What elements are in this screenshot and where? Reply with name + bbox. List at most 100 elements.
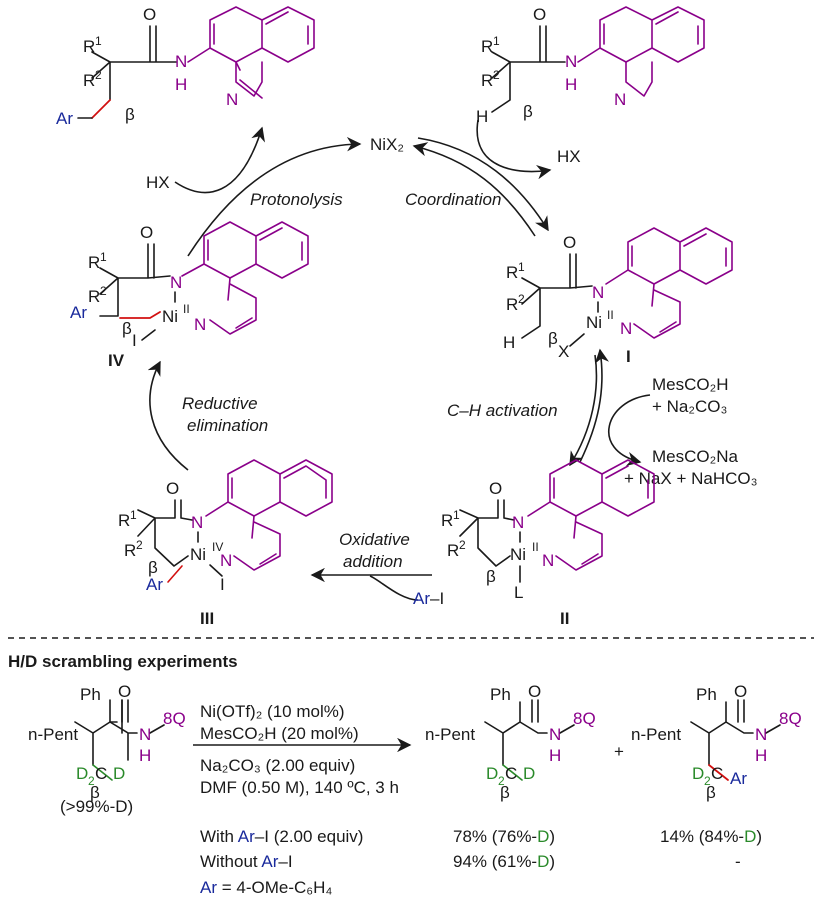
svg-text:1: 1 bbox=[95, 34, 102, 48]
svg-text:R: R bbox=[481, 37, 493, 56]
svg-text:N: N bbox=[175, 52, 187, 71]
svg-text:1: 1 bbox=[453, 508, 460, 522]
svg-text:O: O bbox=[166, 479, 179, 498]
oxidative-addition-label-2: addition bbox=[343, 552, 403, 571]
svg-text:Ar: Ar bbox=[70, 303, 87, 322]
coordination-label: Coordination bbox=[405, 190, 501, 209]
coordination-reverse-arrow bbox=[412, 142, 536, 237]
base-in-line-2: + Na₂CO₃ bbox=[652, 397, 727, 416]
svg-text:Ph: Ph bbox=[80, 685, 101, 704]
svg-text:N: N bbox=[565, 52, 577, 71]
svg-text:I: I bbox=[220, 575, 225, 594]
svg-text:8Q: 8Q bbox=[573, 709, 596, 728]
svg-text:R: R bbox=[506, 295, 518, 314]
svg-text:R: R bbox=[441, 511, 453, 530]
svg-text:R: R bbox=[83, 71, 95, 90]
svg-text:n-Pent: n-Pent bbox=[631, 725, 681, 744]
svg-text:8Q: 8Q bbox=[163, 709, 186, 728]
svg-text:R: R bbox=[88, 253, 100, 272]
svg-text:I: I bbox=[626, 347, 631, 366]
svg-text:R: R bbox=[83, 37, 95, 56]
svg-text:II: II bbox=[532, 540, 539, 554]
aryl-iodide-label: Ar–I bbox=[413, 589, 444, 608]
condition-1: Ni(OTf)₂ (10 mol%) bbox=[200, 702, 345, 721]
svg-text:H: H bbox=[139, 746, 151, 765]
svg-text:D: D bbox=[486, 764, 498, 783]
base-in-line-1: MesCO₂H bbox=[652, 375, 729, 394]
ar-i-incoming-arrow bbox=[369, 575, 419, 601]
svg-text:n-Pent: n-Pent bbox=[425, 725, 475, 744]
svg-text:1: 1 bbox=[100, 250, 107, 264]
svg-text:β: β bbox=[125, 105, 135, 124]
svg-text:O: O bbox=[533, 5, 546, 24]
hx-incoming-arrow bbox=[174, 126, 265, 194]
svg-text:D: D bbox=[113, 764, 125, 783]
svg-text:2: 2 bbox=[136, 538, 143, 552]
reductive-elimination-label-1: Reductive bbox=[182, 394, 258, 413]
base-out-line-2: + NaX + NaHCO₃ bbox=[624, 469, 758, 488]
plus-sign: + bbox=[614, 742, 624, 761]
svg-text:R: R bbox=[88, 287, 100, 306]
svg-text:N: N bbox=[512, 513, 524, 532]
svg-text:H: H bbox=[755, 746, 767, 765]
svg-text:IV: IV bbox=[212, 540, 223, 554]
svg-text:D: D bbox=[523, 764, 535, 783]
svg-text:β: β bbox=[122, 319, 132, 338]
svg-text:II: II bbox=[183, 302, 190, 316]
svg-text:n-Pent: n-Pent bbox=[28, 725, 78, 744]
svg-text:I: I bbox=[132, 331, 137, 350]
hx-in-label: HX bbox=[146, 173, 170, 192]
ch-activation-forward-arrow bbox=[569, 354, 598, 467]
svg-text:II: II bbox=[560, 609, 569, 628]
experiments-title: H/D scrambling experiments bbox=[8, 652, 238, 671]
svg-text:D: D bbox=[76, 764, 88, 783]
svg-text:C: C bbox=[505, 764, 517, 783]
svg-text:β: β bbox=[148, 558, 158, 577]
svg-text:N: N bbox=[592, 283, 604, 302]
svg-text:H: H bbox=[503, 333, 515, 352]
nix2-label: NiX₂ bbox=[370, 135, 404, 154]
base-out-line-1: MesCO₂Na bbox=[652, 447, 738, 466]
svg-text:N: N bbox=[614, 90, 626, 109]
svg-text:2: 2 bbox=[704, 774, 711, 788]
svg-text:H: H bbox=[565, 75, 577, 94]
svg-text:H: H bbox=[476, 107, 488, 126]
svg-text:N: N bbox=[220, 551, 232, 570]
svg-text:(>99%-D): (>99%-D) bbox=[60, 797, 133, 816]
row-1-label: With Ar–I (2.00 equiv) bbox=[200, 827, 363, 846]
hx-out-label: HX bbox=[557, 147, 581, 166]
svg-text:2: 2 bbox=[493, 68, 500, 82]
svg-text:β: β bbox=[90, 783, 100, 802]
svg-text:2: 2 bbox=[95, 68, 102, 82]
svg-text:R: R bbox=[124, 541, 136, 560]
protonolysis-label: Protonolysis bbox=[250, 190, 343, 209]
svg-text:H: H bbox=[175, 75, 187, 94]
svg-text:Ni: Ni bbox=[190, 545, 206, 564]
svg-text:N: N bbox=[549, 725, 561, 744]
svg-text:N: N bbox=[542, 551, 554, 570]
svg-text:Ar: Ar bbox=[56, 109, 73, 128]
svg-text:IV: IV bbox=[108, 351, 125, 370]
svg-text:N: N bbox=[170, 273, 182, 292]
ch-activation-reverse-arrow bbox=[579, 348, 610, 463]
protonolysis-arc-arrow bbox=[187, 137, 362, 257]
svg-text:1: 1 bbox=[130, 508, 137, 522]
svg-text:N: N bbox=[191, 513, 203, 532]
row-2-product-2: - bbox=[735, 852, 741, 871]
svg-text:L: L bbox=[514, 583, 523, 602]
svg-text:2: 2 bbox=[518, 292, 525, 306]
svg-text:β: β bbox=[523, 102, 533, 121]
base-exchange-arrow bbox=[608, 394, 651, 466]
svg-text:O: O bbox=[734, 682, 747, 701]
reductive-elimination-arrow bbox=[147, 360, 189, 471]
svg-text:O: O bbox=[143, 5, 156, 24]
